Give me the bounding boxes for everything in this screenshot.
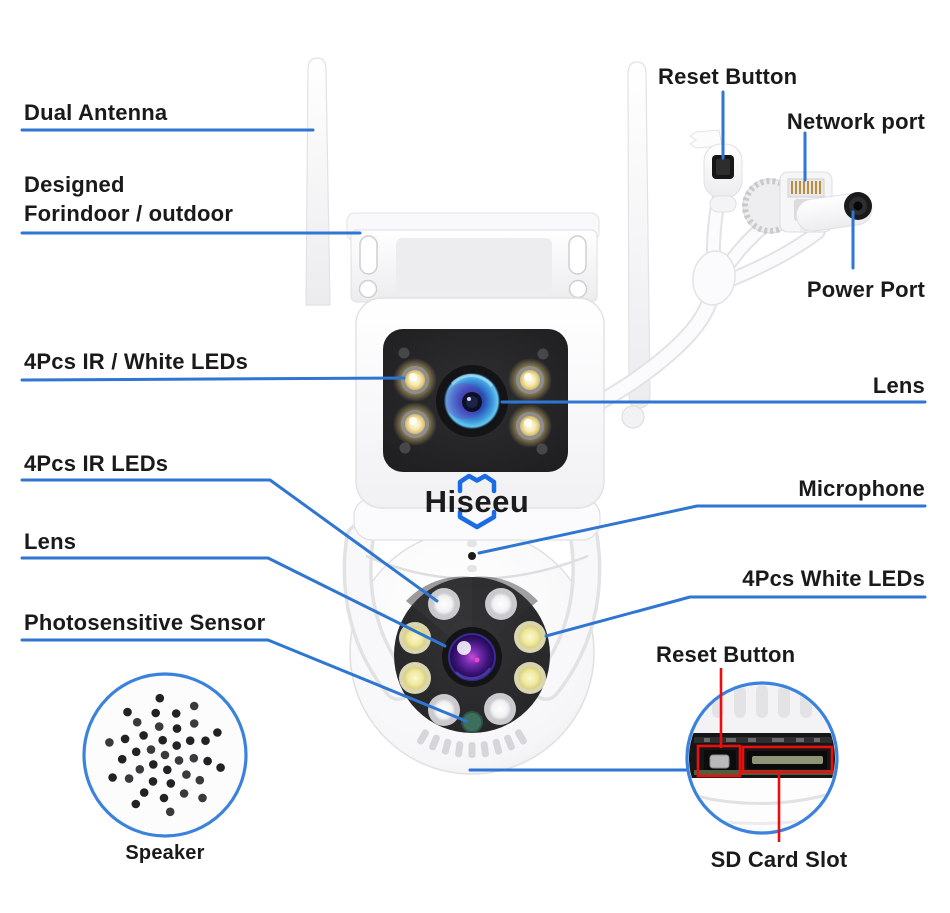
microphone-hole (467, 540, 477, 572)
label-photosensitive-sensor: Photosensitive Sensor (24, 610, 266, 635)
label-reset-button-top: Reset Button (658, 64, 798, 89)
left-antenna (305, 57, 331, 306)
label-lens-left: Lens (24, 529, 77, 554)
callout-white-leds (544, 595, 927, 638)
label-sd-card-slot: SD Card Slot (710, 847, 848, 872)
label-dual-antenna: Dual Antenna (24, 100, 168, 125)
red-box-reset (696, 744, 742, 778)
brand-logo: Hiseeu (425, 473, 530, 530)
callout-lens-left (20, 556, 447, 648)
upper-led-panel (383, 329, 568, 472)
label-designed-line1: Designed (24, 172, 125, 197)
label-designed: Designed Forindoor / outdoor (24, 170, 233, 229)
label-white-leds: 4Pcs White LEDs (742, 566, 925, 591)
bottom-inset (685, 668, 839, 842)
callout-microphone (477, 504, 927, 555)
antenna-joint (621, 405, 645, 429)
ir-white-leds (393, 358, 552, 448)
speaker-inset (82, 672, 248, 838)
right-antenna (621, 61, 651, 429)
logo-shield-bottom (457, 509, 497, 530)
panel-screws (398, 347, 549, 455)
logo-text: Hiseeu (425, 484, 530, 519)
callout-lines (20, 90, 927, 772)
speaker-holes (105, 693, 225, 817)
callout-ir-white-leds (20, 376, 406, 382)
label-lens-right: Lens (872, 373, 925, 398)
label-microphone: Microphone (798, 476, 925, 501)
mounting-bracket (346, 212, 600, 303)
label-network-port: Network port (786, 109, 925, 134)
inset-red-marks (696, 668, 834, 842)
label-power-port: Power Port (806, 277, 925, 302)
lower-lens (442, 627, 502, 687)
ir-leds (428, 588, 517, 726)
label-ir-white-leds: 4Pcs IR / White LEDs (24, 349, 249, 374)
upper-lens (436, 365, 508, 437)
photosensitive-sensor (461, 711, 483, 733)
label-designed-line2: Forindoor / outdoor (24, 201, 234, 227)
callout-photosensitive (20, 638, 468, 723)
label-speaker: Speaker (125, 842, 205, 864)
reset-connector (689, 129, 743, 213)
label-ir-leds: 4Pcs IR LEDs (24, 451, 169, 476)
lower-camera-face (394, 576, 550, 733)
red-box-sd (741, 745, 834, 774)
callout-ir-leds (20, 478, 439, 603)
logo-shield-top (457, 473, 497, 494)
white-light-leds (399, 621, 546, 694)
label-reset-button-bottom: Reset Button (656, 642, 796, 667)
ball-vents (417, 729, 527, 758)
pigtail-cable (591, 184, 826, 411)
